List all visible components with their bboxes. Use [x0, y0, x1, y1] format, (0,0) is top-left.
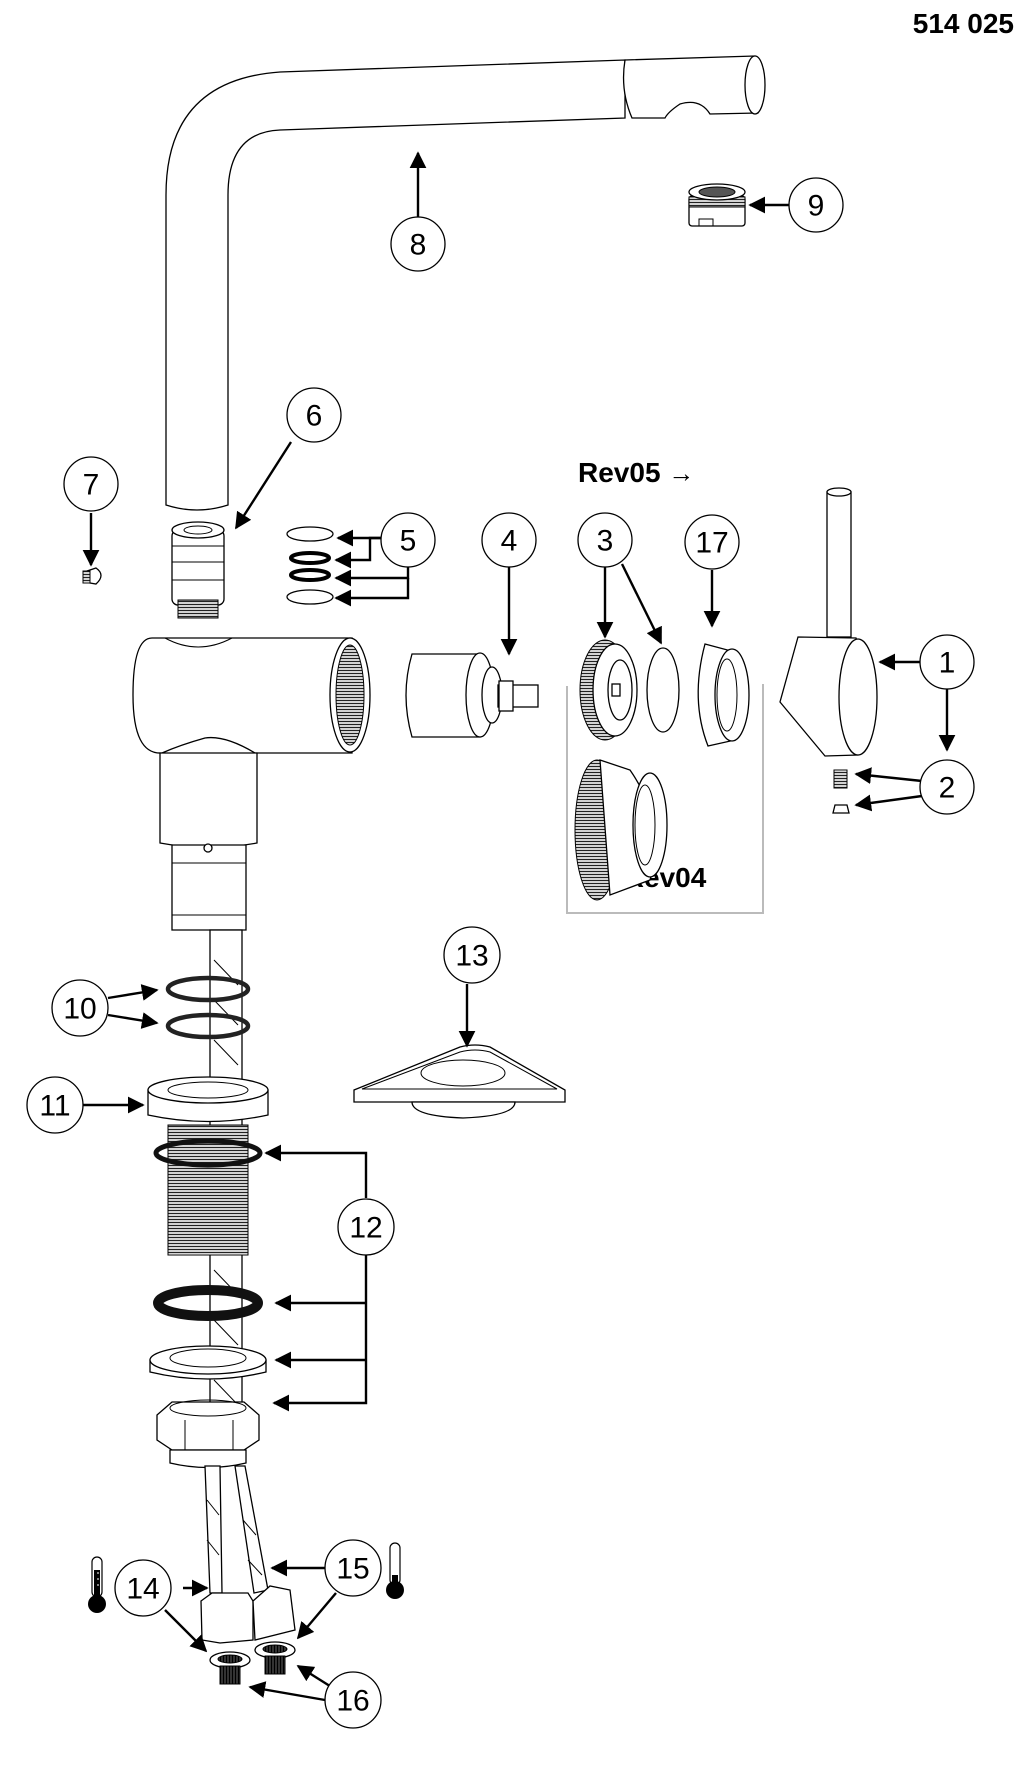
callout-17-label: 17 [695, 527, 728, 560]
callout-1: 1 [919, 634, 975, 690]
rev05-arrow: → [668, 458, 695, 488]
callout-12-label: 12 [349, 1212, 382, 1245]
revision-box [566, 684, 764, 914]
callout-13: 13 [443, 926, 501, 984]
cartridge [405, 652, 539, 738]
document-number: 514 025 [912, 8, 1014, 39]
callout-3-label: 3 [597, 525, 614, 558]
callout-6: 6 [286, 387, 342, 443]
callout-10: 10 [51, 979, 109, 1037]
leader-lines [82, 151, 956, 1702]
spout-swivel-insert [171, 521, 225, 619]
thermometer-hot-icon [88, 1556, 106, 1613]
callout-7: 7 [63, 456, 119, 512]
lever-handle [779, 487, 878, 757]
spout-seals [286, 526, 334, 605]
lower-hoses [200, 1465, 296, 1644]
strainer-washers [209, 1641, 296, 1685]
callout-17: 17 [684, 514, 740, 570]
callout-9: 9 [788, 177, 844, 233]
callout-7-label: 7 [83, 469, 100, 502]
grub-screw-and-cap [832, 769, 850, 814]
callout-15: 15 [324, 1539, 382, 1597]
spout [165, 55, 766, 511]
rev04-nut [574, 759, 668, 901]
callout-4-label: 4 [501, 525, 518, 558]
rev05-label: Rev05 → [578, 457, 694, 489]
thermometer-cold-icon [386, 1542, 404, 1599]
callout-8: 8 [390, 216, 446, 272]
mounting-kit [149, 1285, 267, 1469]
callout-1-label: 1 [939, 647, 956, 680]
base-plate [353, 1044, 566, 1119]
threaded-shank [167, 1124, 249, 1256]
callout-2-label: 2 [939, 772, 956, 805]
callout-14: 14 [114, 1559, 172, 1617]
faucet-body [132, 637, 371, 931]
cover-sleeve [697, 643, 750, 747]
callout-2: 2 [919, 759, 975, 815]
callout-16: 16 [324, 1671, 382, 1729]
callout-11-label: 11 [39, 1090, 70, 1123]
plug [82, 567, 102, 585]
callout-11: 11 [26, 1076, 84, 1134]
callout-3: 3 [577, 512, 633, 568]
callout-5-label: 5 [400, 525, 417, 558]
aerator [688, 183, 746, 227]
shank-o-ring [153, 1138, 263, 1168]
callout-15-label: 15 [336, 1553, 369, 1586]
callout-13-label: 13 [455, 940, 488, 973]
callout-5: 5 [380, 512, 436, 568]
callout-4: 4 [481, 512, 537, 568]
o-rings [165, 975, 251, 1040]
callout-6-label: 6 [306, 400, 323, 433]
cartridge-nut [579, 639, 638, 741]
rev05-text: Rev05 [578, 457, 661, 488]
base-ring [147, 1076, 269, 1123]
callout-10-label: 10 [63, 993, 96, 1026]
callout-14-label: 14 [126, 1573, 159, 1606]
callout-9-label: 9 [808, 190, 825, 223]
callout-12: 12 [337, 1198, 395, 1256]
callout-16-label: 16 [336, 1685, 369, 1718]
cartridge-ring [646, 647, 680, 733]
callout-8-label: 8 [410, 229, 427, 262]
